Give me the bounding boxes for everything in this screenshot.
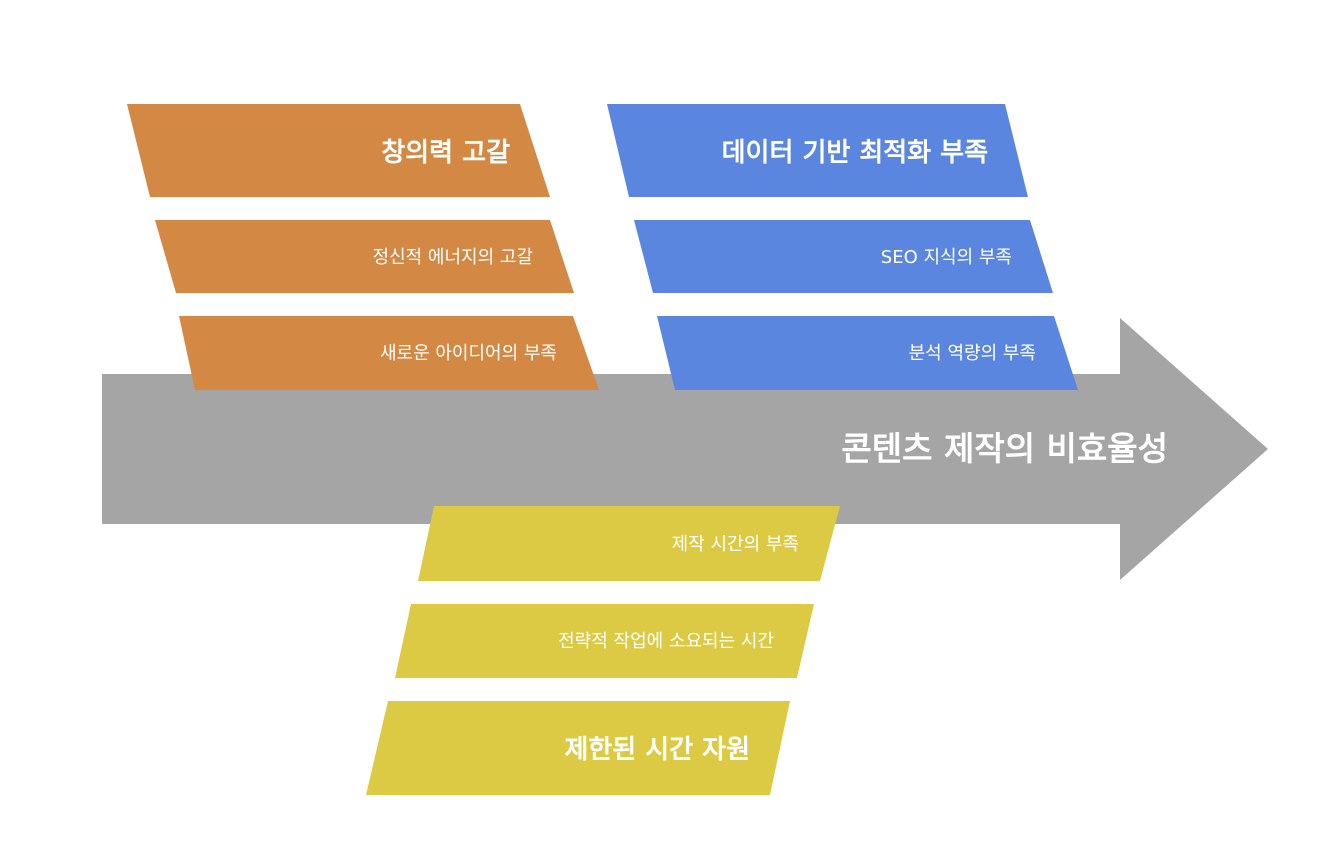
category-label-time: 제한된 시간 자원 [564,735,750,765]
cause-box-time-2 [395,604,814,678]
category-box-creativity [127,104,550,197]
cause-box-creativity-1 [155,220,574,293]
cause-label-time-1: 제작 시간의 부족 [672,534,799,555]
branch-data: 데이터 기반 최적화 부족 SEO 지식의 부족 분석 역량의 부족 [607,104,1078,390]
cause-box-creativity-2 [179,316,599,390]
cause-label-creativity-2: 새로운 아이디어의 부족 [380,343,557,364]
category-label-data: 데이터 기반 최적화 부족 [722,138,988,168]
category-box-data [607,104,1028,197]
cause-box-time-1 [418,506,840,581]
cause-label-data-2: 분석 역량의 부족 [909,343,1036,364]
cause-label-creativity-1: 정신적 에너지의 고갈 [373,247,533,268]
effect-label: 콘텐츠 제작의 비효율성 [841,429,1168,468]
cause-label-time-2: 전략적 작업에 소요되는 시간 [558,631,774,652]
branch-creativity: 창의력 고갈 정신적 에너지의 고갈 새로운 아이디어의 부족 [127,104,599,390]
cause-box-data-1 [634,220,1053,293]
category-label-creativity: 창의력 고갈 [381,138,510,168]
branch-time: 제작 시간의 부족 전략적 작업에 소요되는 시간 제한된 시간 자원 [366,506,840,795]
cause-label-data-1: SEO 지식의 부족 [881,247,1012,268]
cause-box-data-2 [657,316,1078,390]
category-box-time [366,701,790,795]
